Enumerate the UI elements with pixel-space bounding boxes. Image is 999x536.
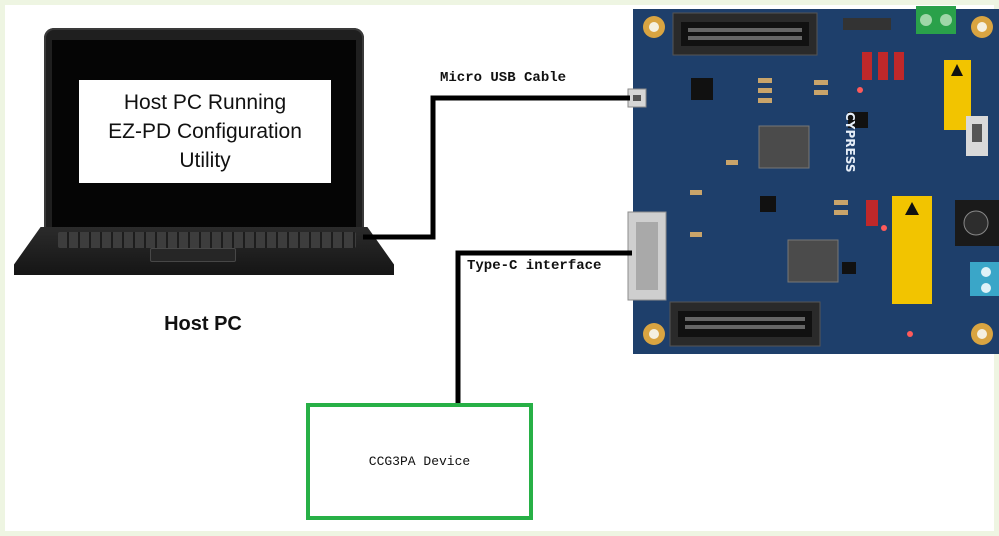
host-pc-caption: Host PC bbox=[164, 313, 242, 335]
mounting-hole-icon bbox=[643, 16, 993, 345]
laptop-keyboard bbox=[58, 232, 356, 248]
micro-usb-label: Micro USB Cable bbox=[440, 70, 567, 86]
host-screen-line-2: EZ-PD Configuration bbox=[108, 120, 302, 143]
caution-label-mid bbox=[892, 196, 932, 304]
host-screen-label: Host PC Running EZ-PD Configuration Util… bbox=[79, 80, 331, 183]
typec-connector bbox=[627, 211, 667, 301]
micro-usb-cable bbox=[363, 95, 630, 240]
terminal-block-teal bbox=[970, 262, 999, 296]
typec-label: Type-C interface bbox=[467, 258, 602, 274]
micro-usb-port bbox=[627, 88, 647, 108]
inductor-top bbox=[758, 125, 810, 169]
pin-header-small bbox=[843, 18, 891, 30]
board-brand-text: CYPRESS bbox=[843, 112, 857, 172]
jumper-block-red bbox=[862, 52, 904, 226]
dc-jack bbox=[955, 200, 999, 246]
laptop-touchpad bbox=[150, 248, 236, 262]
host-screen-line-1: Host PC Running bbox=[123, 91, 287, 114]
cypress-eval-board bbox=[633, 9, 999, 354]
passive-components bbox=[690, 78, 848, 237]
ic-chip bbox=[691, 78, 868, 274]
terminal-block-green bbox=[916, 6, 956, 34]
slide-switch bbox=[966, 116, 988, 156]
typec-cable bbox=[455, 250, 632, 404]
ccg3pa-device-box: CCG3PA Device bbox=[306, 403, 533, 520]
header-connector-bottom bbox=[669, 301, 821, 347]
led-indicator bbox=[857, 87, 913, 337]
ccg3pa-device-label: CCG3PA Device bbox=[368, 454, 471, 469]
inductor-bottom bbox=[787, 239, 839, 283]
host-screen-line-3: Utility bbox=[179, 149, 231, 172]
header-connector-top bbox=[672, 12, 818, 56]
